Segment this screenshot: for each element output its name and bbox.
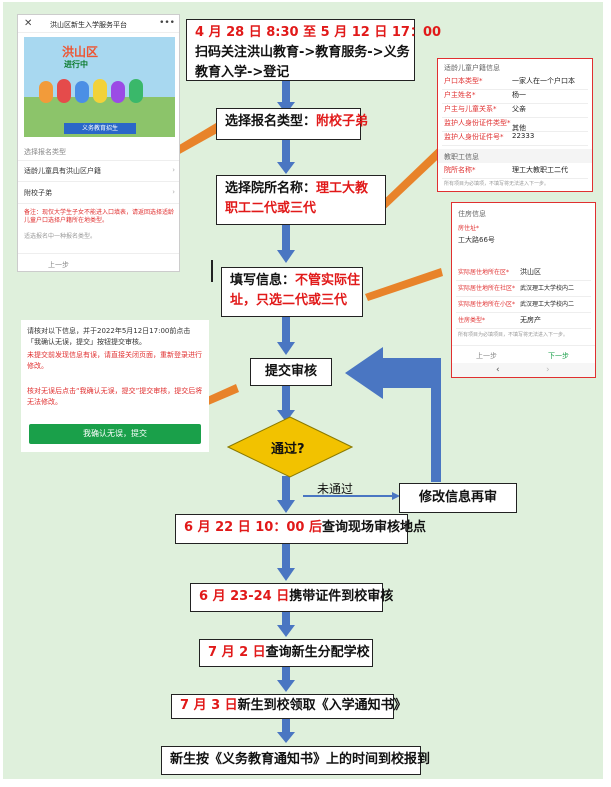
close-icon[interactable]: ✕ [24,18,33,29]
confirm-submit-button[interactable]: 我确认无误，提交 [29,424,201,444]
back-icon[interactable]: ‹ [496,365,500,375]
step-get-notice: 7 月 3 日新生到校领取《入学通知书》 [171,694,407,719]
prev-button[interactable]: 上一步 [476,352,497,360]
chevron-right-icon: › [172,188,175,196]
step-select-type: 选择报名类型：附校子弟 [216,108,368,140]
phone-note-2: 适选报名中一种报名类型。 [24,233,97,240]
phone-title: 洪山区新生入学服务平台 [50,21,127,29]
step-report: 新生按《义务教育通知书》上的时间到校报到 [161,746,430,775]
list-item-affiliated[interactable]: 附校子弟 › [24,188,175,198]
flow-arrows [277,80,441,743]
list-item-label: 适龄儿童具有洪山区户籍 [24,167,101,175]
diagram-canvas: ✕ 洪山区新生入学服务平台 ••• 洪山区 进行中 义务教育招生 选择报名类型 … [3,2,603,779]
form-row[interactable]: 监护人身份证件类型*其他 [442,118,588,132]
form-section: 教职工信息 [438,149,592,163]
children-illustration [39,77,159,107]
phone-screenshot-registration-type: ✕ 洪山区新生入学服务平台 ••• 洪山区 进行中 义务教育招生 选择报名类型 … [17,14,180,272]
step-register: 4 月 28 日 8:30 至 5 月 12 日 17：00 扫码关注洪山教育-… [186,19,442,81]
phone-screenshot-confirm: 请核对以下信息，并于2022年5月12日17:00前点击「我确认无误，提交」按钮… [21,320,209,452]
form-header: 适龄儿童户籍信息 [444,64,500,72]
step-query-site: 6 月 22 日 10：00 后查询现场审核地点 [175,514,426,544]
confirm-text-3: 核对无误后点击“我确认无误，提交”提交审核，提交后将无法修改。 [27,387,203,406]
fail-label: 未通过 [317,482,354,496]
step-select-institution: 选择院所名称：理工大教 职工二代或三代 [216,175,386,225]
decision-passed: 通过? [227,416,353,478]
form-row[interactable]: 户主姓名*杨一 [442,90,588,104]
phone-screenshot-hukou-form: 适龄儿童户籍信息 户口本类型*一家人在一个户口本 户主姓名*杨一 户主与儿童关系… [437,58,593,192]
form-row[interactable]: 户主与儿童关系*父亲 [442,104,588,118]
form-row[interactable]: 实际居住地所在社区*武汉理工大学校内二 [456,283,591,297]
step-query-school: 7 月 2 日查询新生分配学校 [199,639,373,667]
address-value[interactable]: 工大路66号 [458,236,495,244]
banner-title: 洪山区 [62,45,99,59]
form-row[interactable]: 住房类型*无房产 [456,315,591,329]
step-register-line2: 扫码关注洪山教育->教育服务->义务 [195,45,410,60]
decision-label: 通过? [271,442,305,457]
step-register-date: 4 月 28 日 8:30 至 5 月 12 日 17：00 [195,25,442,40]
form-note: 所有项目为必填项目，不填写将无法进入下一步。 [458,332,569,338]
form-row[interactable]: 实际居住地所在区*洪山区 [456,267,591,281]
phone-screenshot-housing-form: 住房信息 房住址* 工大路66号 实际居住地所在区*洪山区 实际居住地所在社区*… [451,202,596,378]
more-icon[interactable]: ••• [159,18,175,28]
chevron-right-icon: › [172,166,175,174]
section-label: 选择报名类型 [24,148,66,156]
list-item-hukou[interactable]: 适龄儿童具有洪山区户籍 › [24,166,175,176]
form-header: 住房信息 [458,210,486,218]
next-button[interactable]: 下一步 [548,352,569,360]
connectors [109,80,452,743]
banner-image: 洪山区 进行中 义务教育招生 [24,37,175,137]
confirm-text-1: 请核对以下信息，并于2022年5月12日17:00前点击「我确认无误，提交」按钮… [27,327,191,346]
forward-icon[interactable]: › [546,365,550,375]
phone-title-bar: ✕ 洪山区新生入学服务平台 ••• [18,15,179,33]
form-row[interactable]: 实际居住地所在小区*武汉理工大学校内二 [456,299,591,313]
list-item-label: 附校子弟 [24,189,52,197]
step-submit: 提交审核 [250,358,332,386]
banner-caption: 义务教育招生 [64,123,136,134]
step-register-line3: 教育入学->登记 [195,65,290,80]
address-label: 房住址* [458,225,480,232]
form-row[interactable]: 户口本类型*一家人在一个户口本 [442,76,588,90]
phone-note: 备注：现仅大学生子女不能进入口填表，请返回选择适龄儿童户口选择户籍所在地类型。 [24,209,175,224]
prev-button[interactable]: 上一步 [48,261,69,269]
step-revise: 修改信息再审 [399,483,517,513]
step-fill-info: 填写信息：不管实际住 址，只选二代或三代 [221,267,363,317]
browser-nav: ‹ › [452,363,595,377]
form-row[interactable]: 监护人身份证件号*22333 [442,132,588,146]
confirm-text-2: 未提交前发现信息有误，请直接关闭页面，重新登录进行修改。 [27,351,202,370]
form-note: 所有项目为必填项，不填写将无法进入下一步。 [444,181,550,187]
step-verify-docs: 6 月 23-24 日携带证件到校审核 [190,583,393,612]
banner-subtitle: 进行中 [64,60,88,69]
form-row-institution[interactable]: 院所名称*理工大教职工二代 [442,165,588,179]
step-select-type-value: 附校子弟 [316,114,369,129]
